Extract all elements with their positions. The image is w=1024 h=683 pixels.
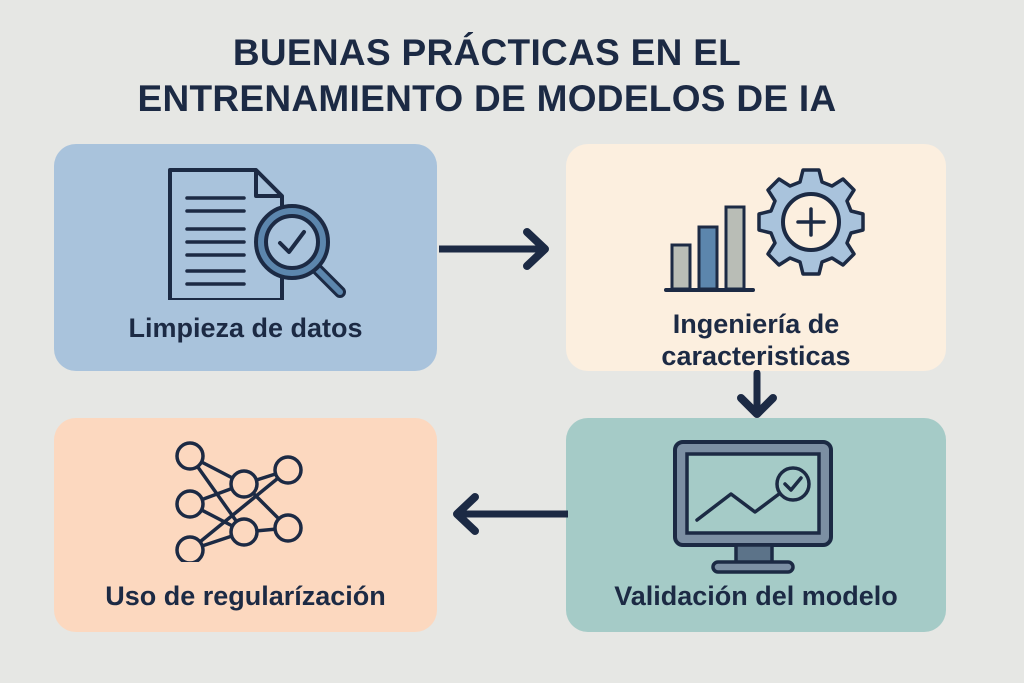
document-magnifier-check-icon bbox=[168, 168, 346, 300]
step-model-validation: Validación del modelo bbox=[566, 418, 946, 632]
title-line-1: BUENAS PRÁCTICAS EN EL bbox=[232, 32, 742, 73]
arrow-right-icon bbox=[439, 228, 549, 270]
arrow-left-icon bbox=[453, 493, 568, 535]
step-data-cleaning: Limpieza de datos bbox=[54, 144, 437, 371]
step-regularization: Uso de regularízación bbox=[54, 418, 437, 632]
step-feature-engineering: Ingeniería de caracteristicas bbox=[566, 144, 946, 371]
step-label-line-2: caracteristicas bbox=[661, 341, 851, 371]
step-label: Validación del modelo bbox=[614, 581, 898, 611]
page-title: BUENAS PRÁCTICAS EN EL ENTRENAMIENTO DE … bbox=[0, 30, 1024, 122]
arrow-down-icon bbox=[737, 370, 777, 418]
monitor-chart-check-icon bbox=[673, 440, 833, 574]
step-label: Limpieza de datos bbox=[128, 313, 363, 343]
title-line-2: ENTRENAMIENTO DE MODELOS DE IA bbox=[137, 78, 837, 119]
bar-chart-gear-plus-icon bbox=[664, 168, 865, 292]
step-label-line-1: Ingeniería de bbox=[672, 309, 840, 339]
neural-network-icon bbox=[175, 441, 303, 562]
step-label: Uso de regularízación bbox=[105, 581, 386, 611]
